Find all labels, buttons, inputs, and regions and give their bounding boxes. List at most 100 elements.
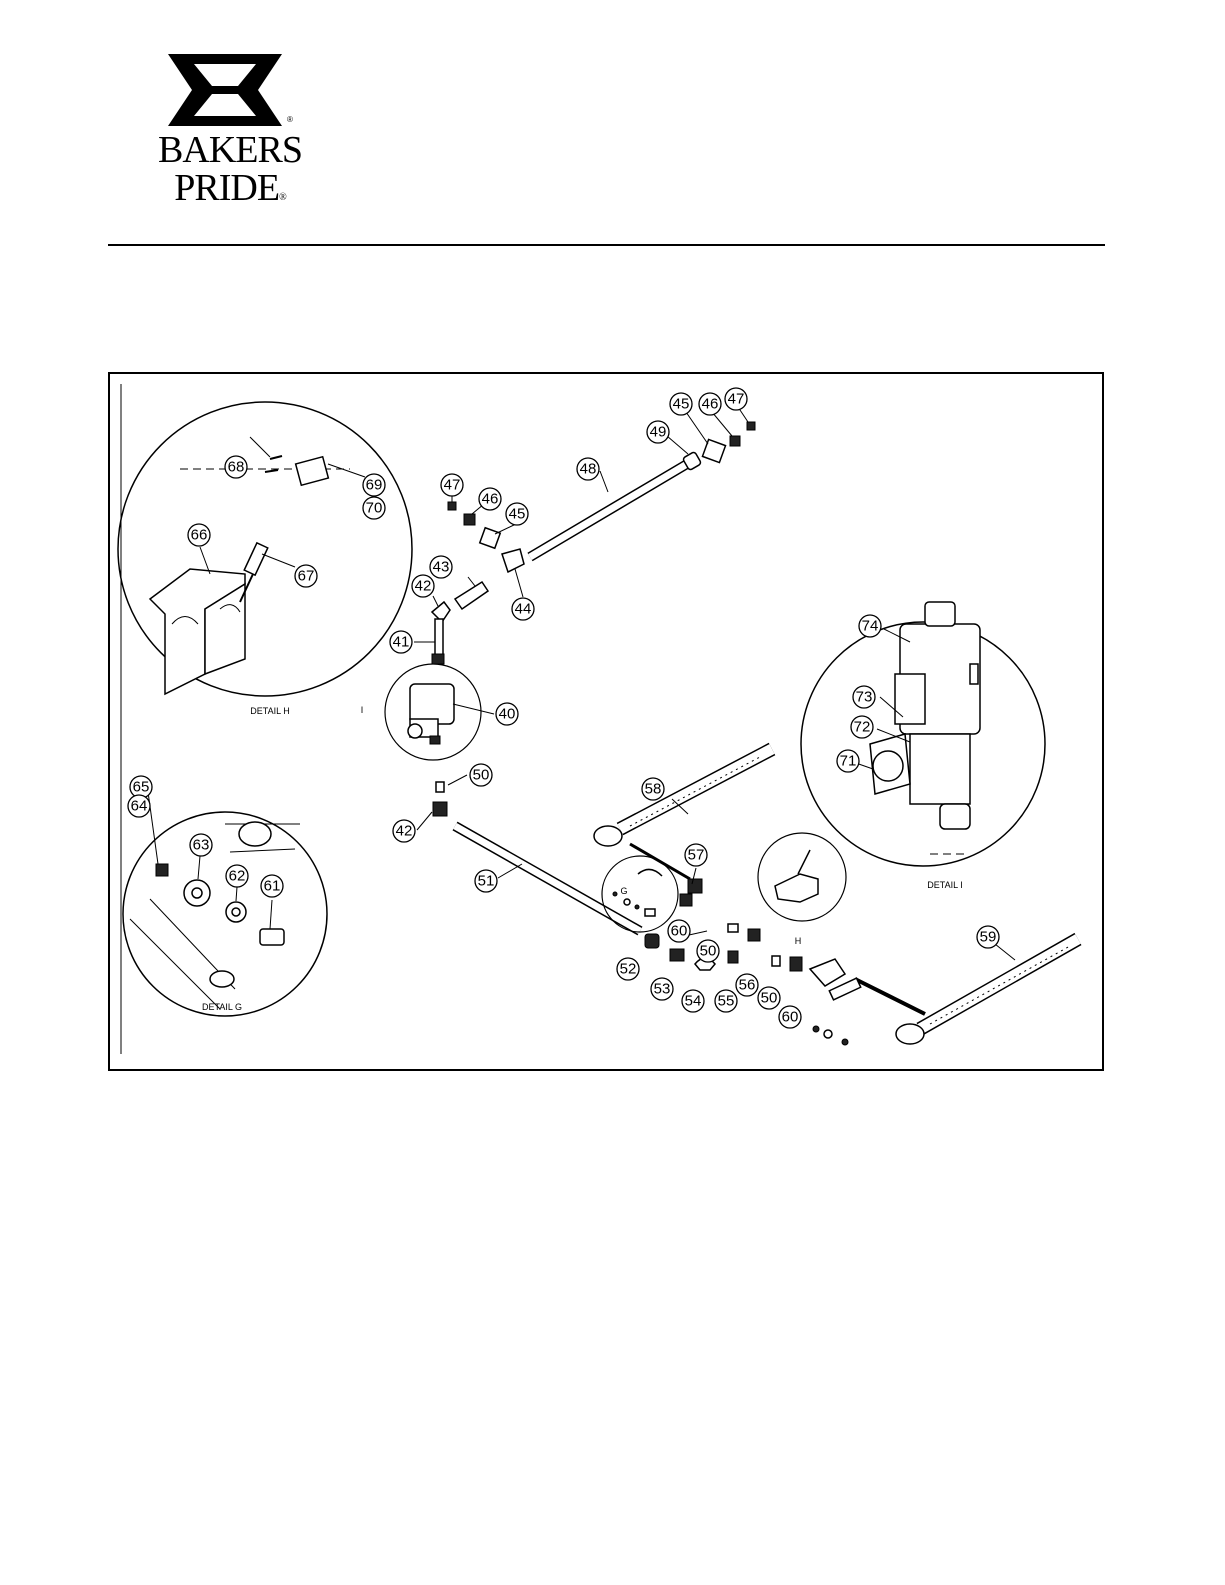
callout-64: 64: [128, 795, 150, 817]
detail-h-view: [118, 402, 412, 696]
svg-text:60: 60: [671, 923, 688, 940]
svg-text:73: 73: [856, 689, 873, 706]
orifice-g-view: [602, 856, 678, 932]
exploded-parts-diagram: DETAIL H DETAIL I DETAIL G I G H: [108, 372, 1104, 1071]
svg-text:55: 55: [718, 993, 735, 1010]
valve-40-view: [385, 664, 481, 760]
detail-g-label: DETAIL G: [202, 1002, 242, 1012]
plate-45-left: [480, 528, 501, 549]
svg-text:45: 45: [509, 506, 526, 523]
callout-42-bottom: 42: [393, 820, 415, 842]
svg-text:54: 54: [685, 993, 702, 1010]
svg-text:56: 56: [739, 977, 756, 994]
detail-h-ref: H: [795, 936, 802, 946]
callout-73: 73: [853, 686, 875, 708]
svg-text:58: 58: [645, 781, 662, 798]
nut-46-left: [464, 514, 475, 525]
nipple-43: [455, 582, 488, 609]
svg-text:42: 42: [415, 578, 432, 595]
callout-50-upper: 50: [470, 764, 492, 786]
callout-70: 70: [363, 497, 385, 519]
callout-74: 74: [859, 615, 881, 637]
detail-g-ref: G: [620, 886, 627, 896]
svg-text:62: 62: [229, 868, 246, 885]
header-rule: [108, 244, 1105, 246]
svg-text:41: 41: [393, 634, 410, 651]
plate-45-top: [702, 439, 725, 462]
detail-i-ref: I: [361, 705, 364, 715]
part-50-upper: [436, 782, 444, 792]
callout-53: 53: [651, 978, 673, 1000]
callout-57: 57: [685, 844, 707, 866]
svg-text:63: 63: [193, 837, 210, 854]
callout-54: 54: [682, 990, 704, 1012]
elbow-44: [502, 549, 524, 572]
part-47-left: [448, 502, 456, 510]
callout-49: 49: [647, 421, 669, 443]
callout-47-top: 47: [725, 388, 747, 410]
svg-text:50: 50: [473, 767, 490, 784]
svg-text:44: 44: [515, 601, 532, 618]
callout-60-lower: 60: [779, 1006, 801, 1028]
callout-44: 44: [512, 598, 534, 620]
svg-text:43: 43: [433, 559, 450, 576]
bakers-pride-logo: ® BAKERS PRIDE®: [150, 50, 310, 220]
callout-45-top: 45: [670, 393, 692, 415]
detail-i-label: DETAIL I: [927, 880, 963, 890]
nut-46-top: [730, 436, 740, 446]
svg-text:71: 71: [840, 753, 857, 770]
svg-text:®: ®: [287, 115, 293, 124]
svg-text:42: 42: [396, 823, 413, 840]
fittings-row: [645, 879, 861, 1045]
svg-text:47: 47: [444, 477, 461, 494]
callout-46-left: 46: [479, 488, 501, 510]
svg-text:60: 60: [782, 1009, 799, 1026]
callout-50-lower: 50: [758, 987, 780, 1009]
logo-line-1: BAKERS: [150, 132, 310, 168]
svg-text:53: 53: [654, 981, 671, 998]
callout-46-top: 46: [699, 393, 721, 415]
svg-text:66: 66: [191, 527, 208, 544]
callout-67: 67: [295, 565, 317, 587]
burner-58: [594, 749, 772, 879]
callout-47-left: 47: [441, 474, 463, 496]
svg-text:50: 50: [761, 990, 778, 1007]
callout-45-left: 45: [506, 503, 528, 525]
svg-text:49: 49: [650, 424, 667, 441]
detail-g-view: [123, 812, 327, 1016]
svg-text:48: 48: [580, 461, 597, 478]
callout-40: 40: [496, 703, 518, 725]
callout-51: 51: [475, 870, 497, 892]
svg-text:45: 45: [673, 396, 690, 413]
svg-text:57: 57: [688, 847, 705, 864]
svg-text:51: 51: [478, 873, 495, 890]
callout-69: 69: [363, 474, 385, 496]
callout-58: 58: [642, 778, 664, 800]
callout-52: 52: [617, 958, 639, 980]
callout-61: 61: [261, 875, 283, 897]
logo-line-2: PRIDE®: [150, 170, 310, 216]
detail-h-label: DETAIL H: [250, 706, 290, 716]
callout-42-top: 42: [412, 575, 434, 597]
elbow-42-bottom: [433, 802, 447, 816]
callout-41: 41: [390, 631, 412, 653]
svg-text:61: 61: [264, 878, 281, 895]
parts-drawing: DETAIL H DETAIL I DETAIL G I G H: [110, 374, 1102, 1069]
pipe-41: [435, 619, 443, 657]
callout-66: 66: [188, 524, 210, 546]
callout-43: 43: [430, 556, 452, 578]
registered-mark: ®: [279, 192, 286, 203]
burner-59: [855, 939, 1078, 1044]
callout-71: 71: [837, 750, 859, 772]
detail-i-view: [801, 602, 1045, 866]
svg-text:50: 50: [700, 943, 717, 960]
callout-60-upper: 60: [668, 920, 690, 942]
svg-text:52: 52: [620, 961, 637, 978]
svg-text:70: 70: [366, 500, 383, 517]
svg-text:59: 59: [980, 929, 997, 946]
callout-50-mid: 50: [697, 940, 719, 962]
svg-text:46: 46: [482, 491, 499, 508]
logo-mark-icon: ®: [150, 50, 310, 132]
callout-72: 72: [851, 716, 873, 738]
pilot-h-view: [758, 833, 846, 921]
